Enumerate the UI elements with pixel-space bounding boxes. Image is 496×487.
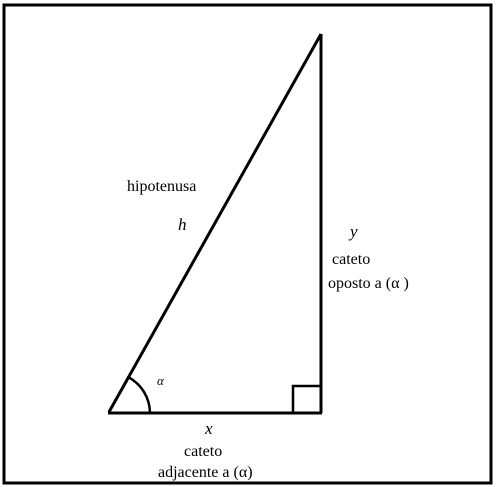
diagram-frame bbox=[2, 3, 493, 485]
angle-alpha-arc bbox=[127, 375, 152, 414]
opposite-leg-label: cateto bbox=[332, 251, 370, 268]
opposite-leg-description: oposto a (α ) bbox=[328, 275, 409, 292]
right-angle-marker bbox=[291, 384, 321, 413]
adjacent-leg-label: cateto bbox=[184, 443, 222, 460]
adjacent-symbol: x bbox=[204, 419, 213, 438]
angle-alpha-label: α bbox=[157, 373, 165, 388]
opposite-symbol: y bbox=[348, 222, 358, 241]
adjacent-leg-description: adjacente a (α) bbox=[158, 464, 253, 481]
hypotenuse-symbol: h bbox=[178, 215, 187, 234]
hypotenuse-line bbox=[107, 33, 323, 413]
hypotenuse-label: hipotenusa bbox=[127, 178, 196, 195]
